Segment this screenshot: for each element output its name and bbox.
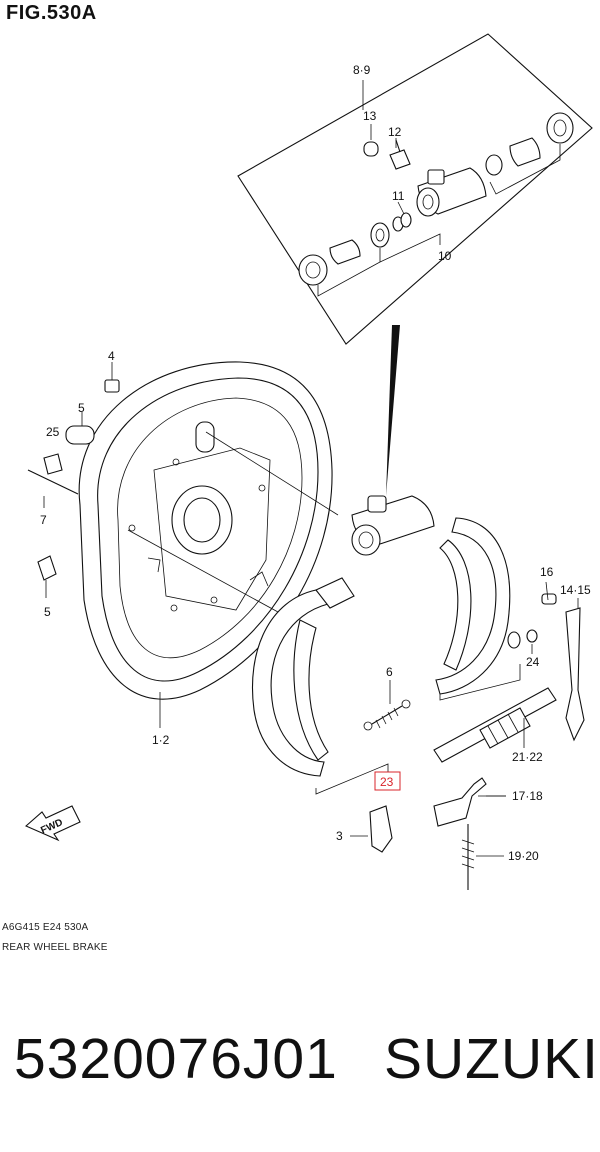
- wheel-cylinder-detail-box: [237, 33, 593, 345]
- callout-1-2[interactable]: 1·2: [152, 733, 170, 747]
- brake-drum-assembly: [78, 361, 339, 728]
- callout-10[interactable]: 10: [438, 249, 452, 263]
- callout-11[interactable]: 11: [392, 189, 405, 203]
- callout-8-9[interactable]: 8·9: [353, 63, 371, 77]
- callout-23[interactable]: 23: [380, 775, 394, 789]
- diagram-code: A6G415 E24 530A: [2, 922, 89, 933]
- part-number: 5320076J01: [14, 1027, 338, 1091]
- leader-wedge: [386, 325, 400, 496]
- callout-19-20[interactable]: 19·20: [508, 849, 539, 863]
- callout-17-18[interactable]: 17·18: [512, 789, 543, 803]
- hold-down-spring: [461, 824, 504, 890]
- exploded-parts-diagram: 8·9 13 12 11 10 4 5 25 7 5 1·2 16 14·15 …: [24, 33, 593, 890]
- diagram-name: REAR WHEEL BRAKE: [2, 942, 108, 953]
- callout-5-upper[interactable]: 5: [78, 401, 85, 415]
- callout-5-lower[interactable]: 5: [44, 605, 51, 619]
- figure-title: FIG.530A: [6, 2, 97, 24]
- callout-21-22[interactable]: 21·22: [512, 750, 543, 764]
- callout-4[interactable]: 4: [108, 349, 115, 363]
- wheel-cylinder: [351, 495, 435, 556]
- callout-23-box: [374, 771, 401, 791]
- callout-16[interactable]: 16: [540, 565, 554, 579]
- brake-shoe-left: [251, 577, 389, 795]
- return-spring: [363, 680, 411, 731]
- callout-14-15[interactable]: 14·15: [560, 583, 591, 597]
- callout-6[interactable]: 6: [386, 665, 393, 679]
- callout-7[interactable]: 7: [40, 513, 47, 527]
- callout-3[interactable]: 3: [336, 829, 343, 843]
- callout-13[interactable]: 13: [363, 109, 377, 123]
- brand-name: SUZUKI: [384, 1027, 600, 1091]
- wheel-cylinder-body-detail: [416, 167, 487, 217]
- adjuster-strut: [433, 687, 557, 763]
- callout-12[interactable]: 12: [388, 125, 402, 139]
- callout-25[interactable]: 25: [46, 425, 60, 439]
- forward-arrow-icon: [24, 805, 81, 842]
- left-small-parts: [27, 362, 120, 598]
- callout-24[interactable]: 24: [526, 655, 540, 669]
- brake-shoe-right: [435, 517, 521, 701]
